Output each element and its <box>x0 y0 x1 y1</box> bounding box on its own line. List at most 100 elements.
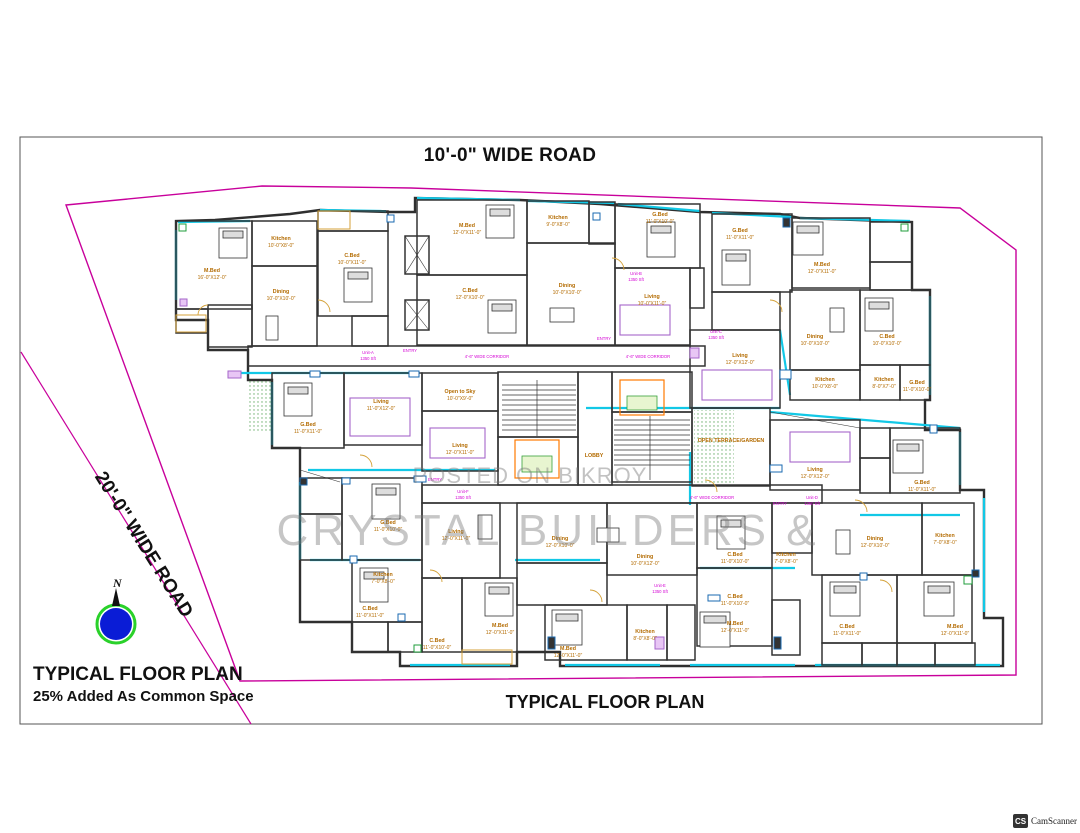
room-dim: 8'-0"X8'-0" <box>633 636 656 642</box>
room-label: C.Bed <box>839 624 854 630</box>
entry-label: ENTRY <box>428 477 442 482</box>
unit-area: 1350 Sft <box>804 501 820 506</box>
room-label: Living <box>373 399 389 405</box>
lift-car-right <box>626 395 658 411</box>
road-label-top: 10'-0" WIDE ROAD <box>423 145 597 166</box>
staircase-left <box>502 380 576 436</box>
terrace-label: OPEN TERRACE/GARDEN <box>698 438 765 444</box>
terrace-garden-fill <box>694 410 734 484</box>
room-dim: 10'-0"X10'-0" <box>801 341 830 347</box>
room-dim: 12'-0"X12'-0" <box>726 360 755 366</box>
room-dim: 10'-0"X8'-0" <box>268 243 294 249</box>
plan-title-bottom: TYPICAL FLOOR PLAN <box>505 692 705 712</box>
camscanner-text: CamScanner <box>1031 816 1077 826</box>
room-dim: 12'-0"X11'-0" <box>941 631 970 637</box>
room-labels: M.Bed 16'-0"X12'-0" Kitchen 10'-0"X8'-0"… <box>198 212 970 659</box>
room-dim: 12'-0"X10'-0" <box>861 543 890 549</box>
room-dim: 11'-0"X10'-0" <box>903 387 932 393</box>
room-label: Kitchen <box>635 629 654 635</box>
room-label: Kitchen <box>874 377 893 383</box>
room-label: M.Bed <box>204 268 220 274</box>
room-dim: 11'-0"X12'-0" <box>367 406 396 412</box>
entry-label: ENTRY <box>597 336 611 341</box>
room-label: C.Bed <box>429 638 444 644</box>
room-dim: 10'-0"X11'-0" <box>338 260 367 266</box>
room-label: C.Bed <box>879 334 894 340</box>
room-label: M.Bed <box>492 623 508 629</box>
room-label: M.Bed <box>459 223 475 229</box>
room-label: G.Bed <box>909 380 925 386</box>
room-dim: 10'-0"X10'-0" <box>873 341 902 347</box>
interior-walls <box>175 199 976 666</box>
door-swings <box>197 257 893 603</box>
unit-label: Unit-B <box>630 271 642 276</box>
north-compass <box>95 588 137 645</box>
room-label: M.Bed <box>727 621 743 627</box>
room-label: Kitchen <box>373 572 392 578</box>
corridor-labels: 4'-6" WIDE CORRIDOR 4'-6" WIDE CORRIDOR … <box>360 271 820 594</box>
room-dim: 11'-0"X10'-0" <box>374 527 403 533</box>
room-dim: 12'-0"X11'-0" <box>446 450 475 456</box>
toilet-blocks <box>175 210 513 665</box>
room-dim: 11'-0"X10'-0" <box>721 601 750 607</box>
room-dim: 11'-0"X10'-0" <box>721 559 750 565</box>
camscanner-badge: CS CamScanner <box>1013 813 1077 829</box>
room-label: C.Bed <box>362 606 377 612</box>
dining-tables <box>265 307 851 555</box>
room-label: Dining <box>273 289 289 295</box>
room-label: Kitchen <box>935 533 954 539</box>
property-boundary <box>65 185 1017 682</box>
room-dim: 11'-0"X11'-0" <box>294 429 322 435</box>
room-label: G.Bed <box>652 212 668 218</box>
room-label: Dining <box>807 334 823 340</box>
corridor-label: 4'-6" WIDE CORRIDOR <box>465 354 509 359</box>
watermark-posted: POSTED ON BIKROY <box>412 463 648 488</box>
room-label: C.Bed <box>344 253 359 259</box>
plan-title: TYPICAL FLOOR PLAN <box>33 664 243 685</box>
room-dim: 12'-0"X10'-0" <box>546 543 575 549</box>
room-label: Kitchen <box>776 552 795 558</box>
room-dim: 7'-0"X8'-0" <box>933 540 956 546</box>
room-label: Dining <box>559 283 575 289</box>
staircase-right <box>614 416 690 480</box>
room-dim: 10'-0"X10'-0" <box>553 290 582 296</box>
room-label: Living <box>448 529 464 535</box>
plan-subtitle: 25% Added As Common Space <box>33 688 254 705</box>
lobby-label: LOBBY <box>585 453 604 459</box>
room-dim: 12'-0"X11'-0" <box>721 628 750 634</box>
unit-area: 1350 Sft <box>708 335 724 340</box>
columns <box>178 212 980 653</box>
room-dim: 16'-0"X12'-0" <box>198 275 227 281</box>
room-dim: 7'-0"X8'-0" <box>371 579 394 585</box>
lift-shaft-left <box>514 439 560 479</box>
room-dim: 10'-0"X8'-0" <box>812 384 838 390</box>
watermark-builder: CRYSTAL BUILDERS & <box>276 506 820 555</box>
room-label: Open to Sky <box>445 389 476 395</box>
room-label: Dining <box>552 536 568 542</box>
lift-shaft-right <box>619 379 665 416</box>
room-dim: 11'-0"X11'-0" <box>908 487 936 493</box>
room-label: C.Bed <box>727 552 742 558</box>
room-label: M.Bed <box>814 262 830 268</box>
room-dim: 10'-0"X9'-0" <box>447 396 473 402</box>
unit-label: Unit-F <box>457 489 469 494</box>
room-dim: 9'-0"X8'-0" <box>546 222 569 228</box>
living-sofas <box>349 304 851 463</box>
room-dim: 12'-0"X11'-0" <box>442 536 471 542</box>
room-label: C.Bed <box>727 594 742 600</box>
unit-area: 1350 Sft <box>628 277 644 282</box>
room-label: Living <box>732 353 748 359</box>
room-dim: 12'-0"X11'-0" <box>486 630 515 636</box>
room-dim: 12'-0"X11'-0" <box>554 653 583 659</box>
room-dim: 11'-0"X10'-0" <box>646 219 675 225</box>
entry-label: ENTRY <box>773 501 787 506</box>
room-label: M.Bed <box>560 646 576 652</box>
unit-area: 1350 Sft <box>455 495 471 500</box>
room-label: Living <box>452 443 468 449</box>
duct-crosses <box>299 235 861 483</box>
room-label: Kitchen <box>271 236 290 242</box>
corridor-label: 4'-6" WIDE CORRIDOR <box>690 495 734 500</box>
room-dim: 11'-0"X11'-0" <box>356 613 384 619</box>
bed-furniture <box>218 204 955 648</box>
room-dim: 7'-0"X8'-0" <box>774 559 797 565</box>
